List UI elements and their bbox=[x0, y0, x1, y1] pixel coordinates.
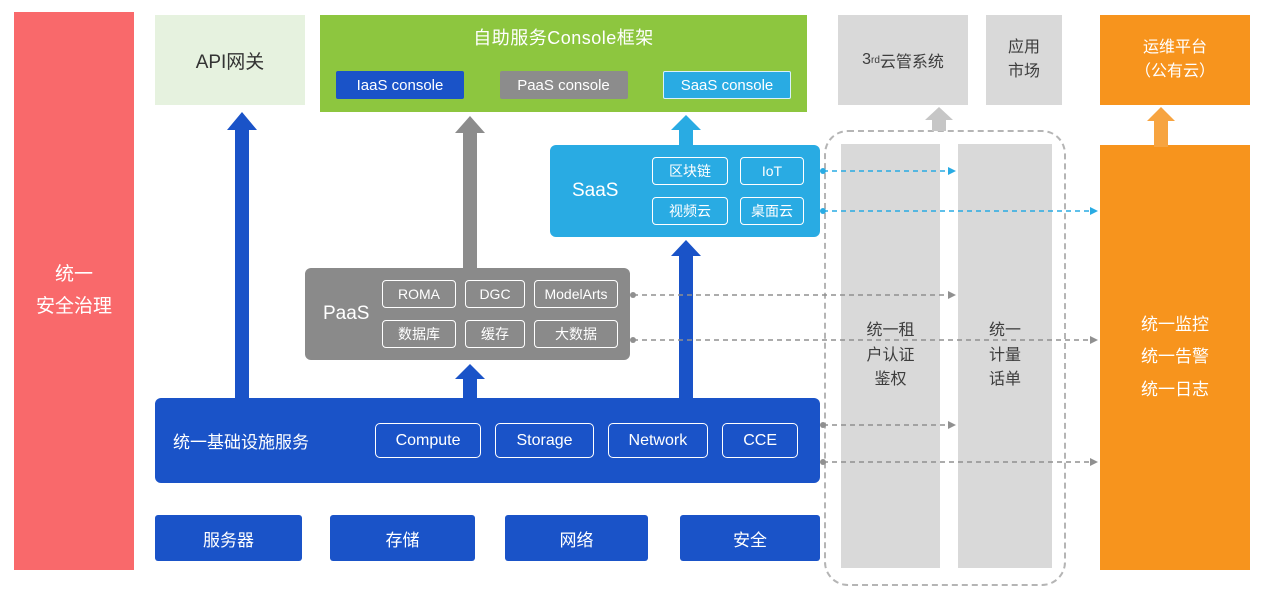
iaas-service-cce: CCE bbox=[722, 423, 798, 458]
arrowhead-saas-to-monitor bbox=[1090, 207, 1098, 215]
console-chips-row: IaaS console PaaS console SaaS console bbox=[336, 71, 791, 99]
unified-monitoring-bar: 统一监控 统一告警 统一日志 bbox=[1100, 145, 1250, 570]
saas-service-iot: IoT bbox=[740, 157, 804, 185]
iaas-label: 统一基础设施服务 bbox=[173, 433, 309, 452]
iaas-service-compute: Compute bbox=[374, 423, 482, 458]
hardware-security-box: 安全 bbox=[680, 515, 820, 561]
app-market-box: 应用 市场 bbox=[986, 15, 1062, 105]
paas-label: PaaS bbox=[323, 303, 370, 324]
paas-service-cache: 缓存 bbox=[465, 320, 525, 348]
third-party-label-text: 云管系统 bbox=[879, 54, 944, 71]
paas-service-modelarts: ModelArts bbox=[534, 280, 618, 308]
hardware-network-box: 网络 bbox=[505, 515, 648, 561]
arrow-group-to-third-party bbox=[925, 107, 953, 131]
third-party-label-num: 3 bbox=[862, 51, 871, 68]
arrow-saas-to-console bbox=[671, 115, 701, 147]
saas-services-grid: 区块链 IoT 视频云 桌面云 bbox=[652, 157, 804, 225]
iaas-service-network: Network bbox=[607, 423, 709, 458]
iaas-services-row: Compute Storage Network CCE bbox=[374, 423, 798, 458]
iaas-service-storage: Storage bbox=[495, 423, 594, 458]
dot-paas-monitor bbox=[630, 337, 636, 343]
saas-label: SaaS bbox=[572, 180, 619, 201]
arrow-iaas-to-api-gateway bbox=[227, 112, 257, 400]
unified-security-governance-bar: 统一 安全治理 bbox=[14, 12, 134, 570]
paas-console-chip: PaaS console bbox=[499, 71, 628, 99]
console-framework-box: 自助服务Console框架 IaaS console PaaS console … bbox=[320, 15, 807, 112]
saas-box: SaaS 区块链 IoT 视频云 桌面云 bbox=[550, 145, 820, 237]
arrow-monitor-to-om-platform bbox=[1147, 107, 1175, 147]
hardware-server-box: 服务器 bbox=[155, 515, 302, 561]
paas-services-grid: ROMA DGC ModelArts 数据库 缓存 大数据 bbox=[382, 280, 618, 348]
third-party-label-sup: rd bbox=[870, 54, 880, 66]
paas-box: PaaS ROMA DGC ModelArts 数据库 缓存 大数据 bbox=[305, 268, 630, 360]
paas-service-dgc: DGC bbox=[465, 280, 525, 308]
iaas-infrastructure-bar: 统一基础设施服务 Compute Storage Network CCE bbox=[155, 398, 820, 483]
iaas-console-chip: IaaS console bbox=[336, 71, 464, 99]
arrowhead-paas-to-monitor bbox=[1090, 336, 1098, 344]
paas-service-roma: ROMA bbox=[382, 280, 456, 308]
paas-service-bigdata: 大数据 bbox=[534, 320, 618, 348]
arrow-iaas-to-saas bbox=[671, 240, 701, 400]
console-framework-title: 自助服务Console框架 bbox=[473, 28, 654, 48]
arrow-paas-to-console bbox=[455, 116, 485, 270]
arrowhead-iaas-to-monitor bbox=[1090, 458, 1098, 466]
saas-service-desktop-cloud: 桌面云 bbox=[740, 197, 804, 225]
saas-service-blockchain: 区块链 bbox=[652, 157, 728, 185]
api-gateway-box: API网关 bbox=[155, 15, 305, 105]
hardware-storage-box: 存储 bbox=[330, 515, 475, 561]
paas-service-database: 数据库 bbox=[382, 320, 456, 348]
unified-metering-bar: 统一 计量 话单 bbox=[958, 144, 1052, 568]
arrow-iaas-to-paas bbox=[455, 364, 485, 400]
shared-services-dashed-group bbox=[824, 130, 1066, 586]
saas-service-video-cloud: 视频云 bbox=[652, 197, 728, 225]
om-platform-box: 运维平台 （公有云） bbox=[1100, 15, 1250, 105]
saas-console-chip: SaaS console bbox=[663, 71, 791, 99]
dot-paas-auth bbox=[630, 292, 636, 298]
unified-tenant-auth-bar: 统一租 户认证 鉴权 bbox=[841, 144, 940, 568]
